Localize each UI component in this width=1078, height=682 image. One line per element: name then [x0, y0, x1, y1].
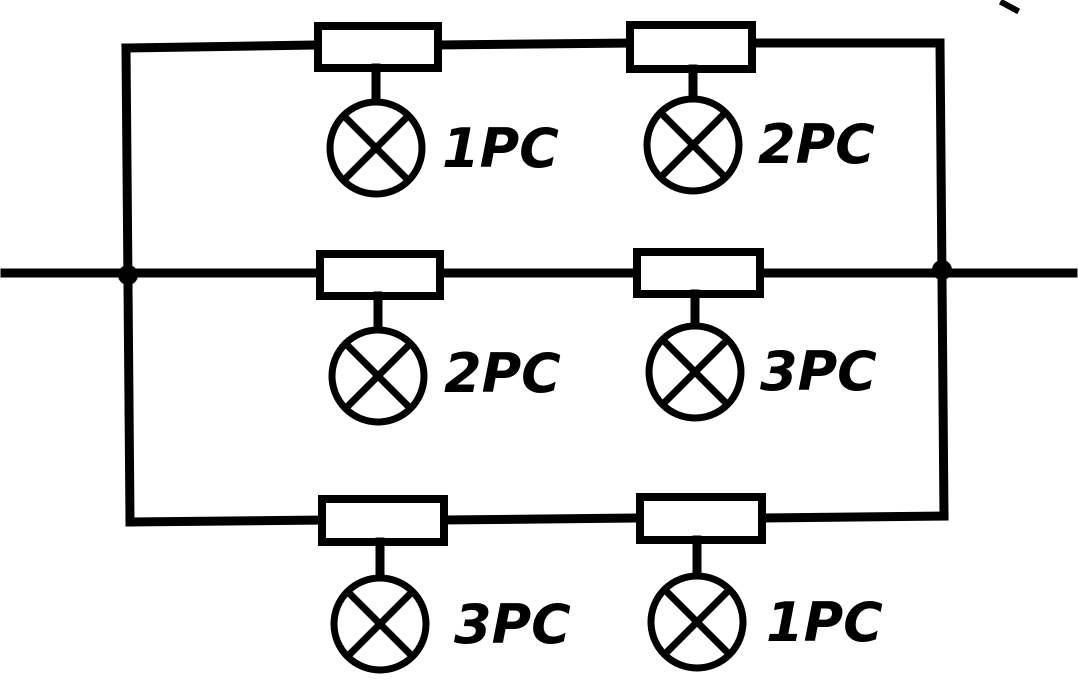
relay-element-bottom-2: 1PC: [636, 493, 883, 672]
top-branch-left-wire: [121, 40, 323, 53]
relay-element-middle-1: 2PC: [316, 250, 561, 426]
relay-element-top-1: 1PC: [314, 22, 559, 198]
lamp-icon: [326, 98, 426, 198]
relay-element-top-2: 2PC: [626, 21, 875, 195]
lamp-label: 1PC: [442, 117, 559, 180]
lamp-icon: [643, 95, 743, 195]
bottom-branch: 3PC 1PC: [318, 493, 883, 674]
relay-contact-rect: [318, 495, 448, 546]
stray-mark: [998, 0, 1021, 15]
relay-element-middle-2: 3PC: [633, 248, 877, 422]
lamp-icon: [647, 572, 747, 672]
relay-contact-rect: [636, 493, 766, 544]
relay-element-bottom-1: 3PC: [318, 495, 571, 674]
top-branch-mid-wire: [433, 38, 635, 50]
bottom-branch-right-wire: [757, 511, 949, 523]
top-branch: 1PC 2PC: [314, 21, 875, 198]
relay-contact-rect: [316, 250, 444, 300]
lamp-label: 3PC: [760, 340, 877, 403]
relay-contact-rect: [314, 22, 442, 72]
middle-branch: 2PC 3PC: [316, 248, 877, 426]
relay-contact-rect: [626, 21, 756, 73]
bottom-branch-left-wire: [125, 515, 327, 527]
relay-contact-rect: [633, 248, 764, 298]
left-junction-dot: [118, 265, 138, 285]
lamp-icon: [645, 322, 745, 422]
lamp-icon: [328, 326, 428, 426]
lamp-label: 1PC: [766, 591, 883, 654]
lamp-label: 2PC: [758, 113, 875, 176]
lamp-label: 2PC: [444, 342, 561, 405]
lamp-label: 3PC: [454, 593, 571, 656]
right-junction-dot: [932, 260, 952, 280]
bottom-branch-mid-wire: [439, 513, 645, 525]
lamp-icon: [330, 574, 430, 674]
